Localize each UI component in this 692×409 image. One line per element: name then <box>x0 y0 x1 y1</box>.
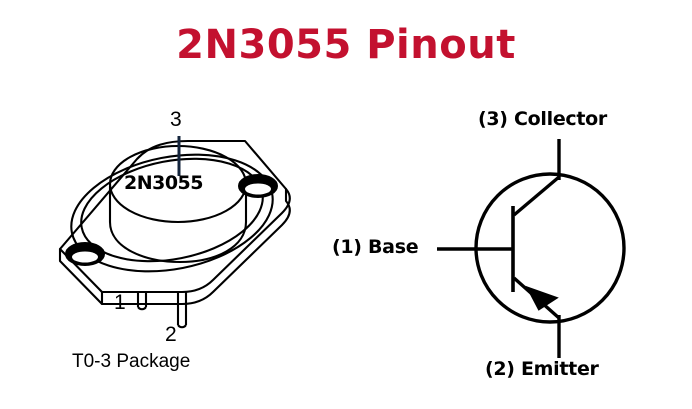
schematic-collector-label: (3) Collector <box>478 108 607 130</box>
package-can-body <box>108 180 248 264</box>
schematic-base-label: (1) Base <box>332 236 419 258</box>
schematic-emitter-label: (2) Emitter <box>485 358 599 380</box>
package-flange-thickness <box>58 187 291 306</box>
package-pin2-number: 2 <box>165 323 177 346</box>
transistor-collector-slant <box>512 175 561 217</box>
package-pins <box>136 292 188 329</box>
package-pin-1 <box>136 292 148 311</box>
transistor-emitter-arrowhead <box>525 285 559 311</box>
package-pin1-number: 1 <box>114 291 126 314</box>
package-pin-2 <box>176 292 188 329</box>
page-title: 2N3055 Pinout <box>176 22 516 68</box>
package-caption: T0-3 Package <box>72 351 191 372</box>
mounting-hole-right <box>238 174 278 198</box>
package-chip-marking: 2N3055 <box>124 172 204 194</box>
mounting-hole-left <box>65 242 105 266</box>
package-flange-outline <box>58 139 291 294</box>
package-pin3-number: 3 <box>170 108 182 131</box>
package-mounting-holes <box>65 174 278 266</box>
